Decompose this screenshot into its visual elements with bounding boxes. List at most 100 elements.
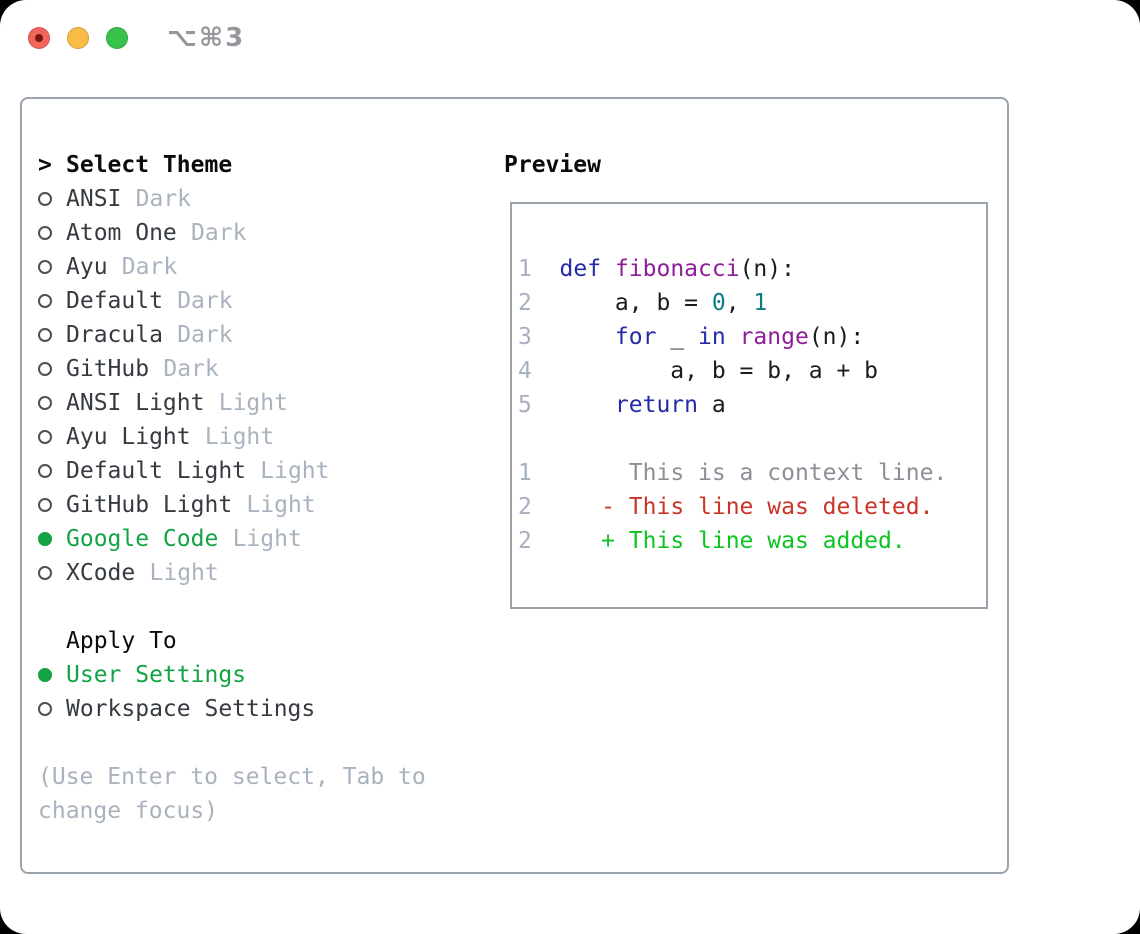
radio-marker (38, 498, 66, 512)
radio-marker (38, 430, 66, 444)
radio-icon[interactable] (38, 362, 52, 376)
line-number: 3 (518, 324, 532, 350)
close-button[interactable] (28, 27, 50, 49)
line-number: 2 (518, 290, 532, 316)
radio-icon[interactable] (38, 702, 52, 716)
prompt-arrow-icon: > (38, 152, 52, 178)
radio-marker (38, 328, 66, 342)
theme-list-item[interactable]: Google Code Light (38, 522, 468, 556)
code-token: range (739, 324, 809, 350)
theme-name: ANSI Light (66, 390, 205, 416)
apply-option[interactable]: User Settings (38, 658, 468, 692)
radio-selected-icon[interactable] (38, 532, 52, 546)
code-token: (n): (808, 324, 865, 350)
radio-marker (38, 464, 66, 478)
diff-line: 1 This is a context line. (518, 456, 986, 490)
theme-name: XCode (66, 560, 136, 586)
apply-option-label: User Settings (66, 662, 247, 688)
code-token: _ (656, 324, 699, 350)
radio-marker (38, 532, 66, 546)
line-number: 2 (518, 494, 532, 520)
code-line: 2 a, b = 0, 1 (518, 286, 986, 320)
theme-list-item[interactable]: ANSI Light Light (38, 386, 468, 420)
code-token: a, b = b, a + b (559, 358, 879, 384)
minimize-button[interactable] (67, 27, 89, 49)
code-token: 0 (711, 290, 726, 316)
theme-list-item[interactable]: GitHub Dark (38, 352, 468, 386)
radio-marker (38, 226, 66, 240)
apply-to-header: Apply To (66, 628, 177, 654)
code-token (560, 324, 615, 350)
theme-variant: Light (260, 458, 330, 484)
radio-icon[interactable] (38, 226, 52, 240)
radio-icon[interactable] (38, 430, 52, 444)
radio-icon[interactable] (38, 464, 52, 478)
code-token: (n): (739, 256, 795, 282)
code-token: 1 (753, 290, 768, 316)
apply-option-label: Workspace Settings (66, 696, 316, 722)
radio-marker (38, 668, 66, 682)
diff-text: This is a context line. (628, 460, 948, 486)
line-number: 1 (518, 256, 532, 282)
radio-selected-icon[interactable] (38, 668, 52, 682)
theme-variant: Light (218, 390, 288, 416)
code-token: def (559, 256, 602, 282)
theme-name: Default (66, 288, 163, 314)
gap (560, 460, 602, 486)
code-token: fibonacci (614, 256, 740, 282)
theme-list-item[interactable]: XCode Light (38, 556, 468, 590)
theme-variant: Light (204, 424, 275, 450)
apply-option[interactable]: Workspace Settings (38, 692, 468, 726)
radio-icon[interactable] (38, 294, 52, 308)
code-token: a, b = (559, 290, 712, 316)
preview-header: Preview (504, 152, 601, 178)
theme-name: GitHub (66, 356, 150, 382)
diff-sign (601, 460, 629, 486)
code-token: for (614, 324, 657, 350)
zoom-button[interactable] (106, 27, 128, 49)
code-line: 3 for _ in range(n): (518, 320, 986, 354)
diff-line: 2 + This line was added. (518, 524, 986, 558)
theme-list-item[interactable]: Ayu Dark (38, 250, 468, 284)
theme-name: Ayu (66, 254, 108, 280)
diff-text: This line was added. (628, 528, 906, 554)
radio-marker (38, 566, 66, 580)
theme-name: Atom One (66, 220, 177, 246)
hint-text: (Use Enter to select, Tab to change focu… (38, 764, 426, 824)
line-number: 4 (518, 358, 532, 384)
window-title: ⌥⌘3 (167, 23, 246, 53)
theme-name: Default Light (66, 458, 247, 484)
radio-icon[interactable] (38, 498, 52, 512)
theme-variant: Light (232, 526, 302, 552)
radio-icon[interactable] (38, 192, 52, 206)
radio-icon[interactable] (38, 328, 52, 342)
theme-list-header-row: > Select Theme (38, 148, 468, 182)
theme-list-item[interactable]: Default Light Light (38, 454, 468, 488)
theme-variant: Dark (121, 254, 178, 280)
radio-icon[interactable] (38, 396, 52, 410)
code-token (560, 392, 615, 418)
radio-marker (38, 702, 66, 716)
line-number: 2 (518, 528, 532, 554)
code-token: , (725, 290, 754, 316)
code-line: 5 return a (518, 388, 986, 422)
theme-variant: Light (149, 560, 219, 586)
theme-variant: Dark (163, 356, 219, 382)
diff-text: This line was deleted. (628, 494, 934, 520)
radio-icon[interactable] (38, 260, 52, 274)
radio-marker (38, 396, 66, 410)
line-number: 1 (518, 460, 532, 486)
line-number: 5 (518, 392, 532, 418)
radio-marker (38, 192, 66, 206)
theme-name: Google Code (66, 526, 219, 552)
radio-icon[interactable] (38, 566, 52, 580)
code-token (601, 256, 615, 282)
